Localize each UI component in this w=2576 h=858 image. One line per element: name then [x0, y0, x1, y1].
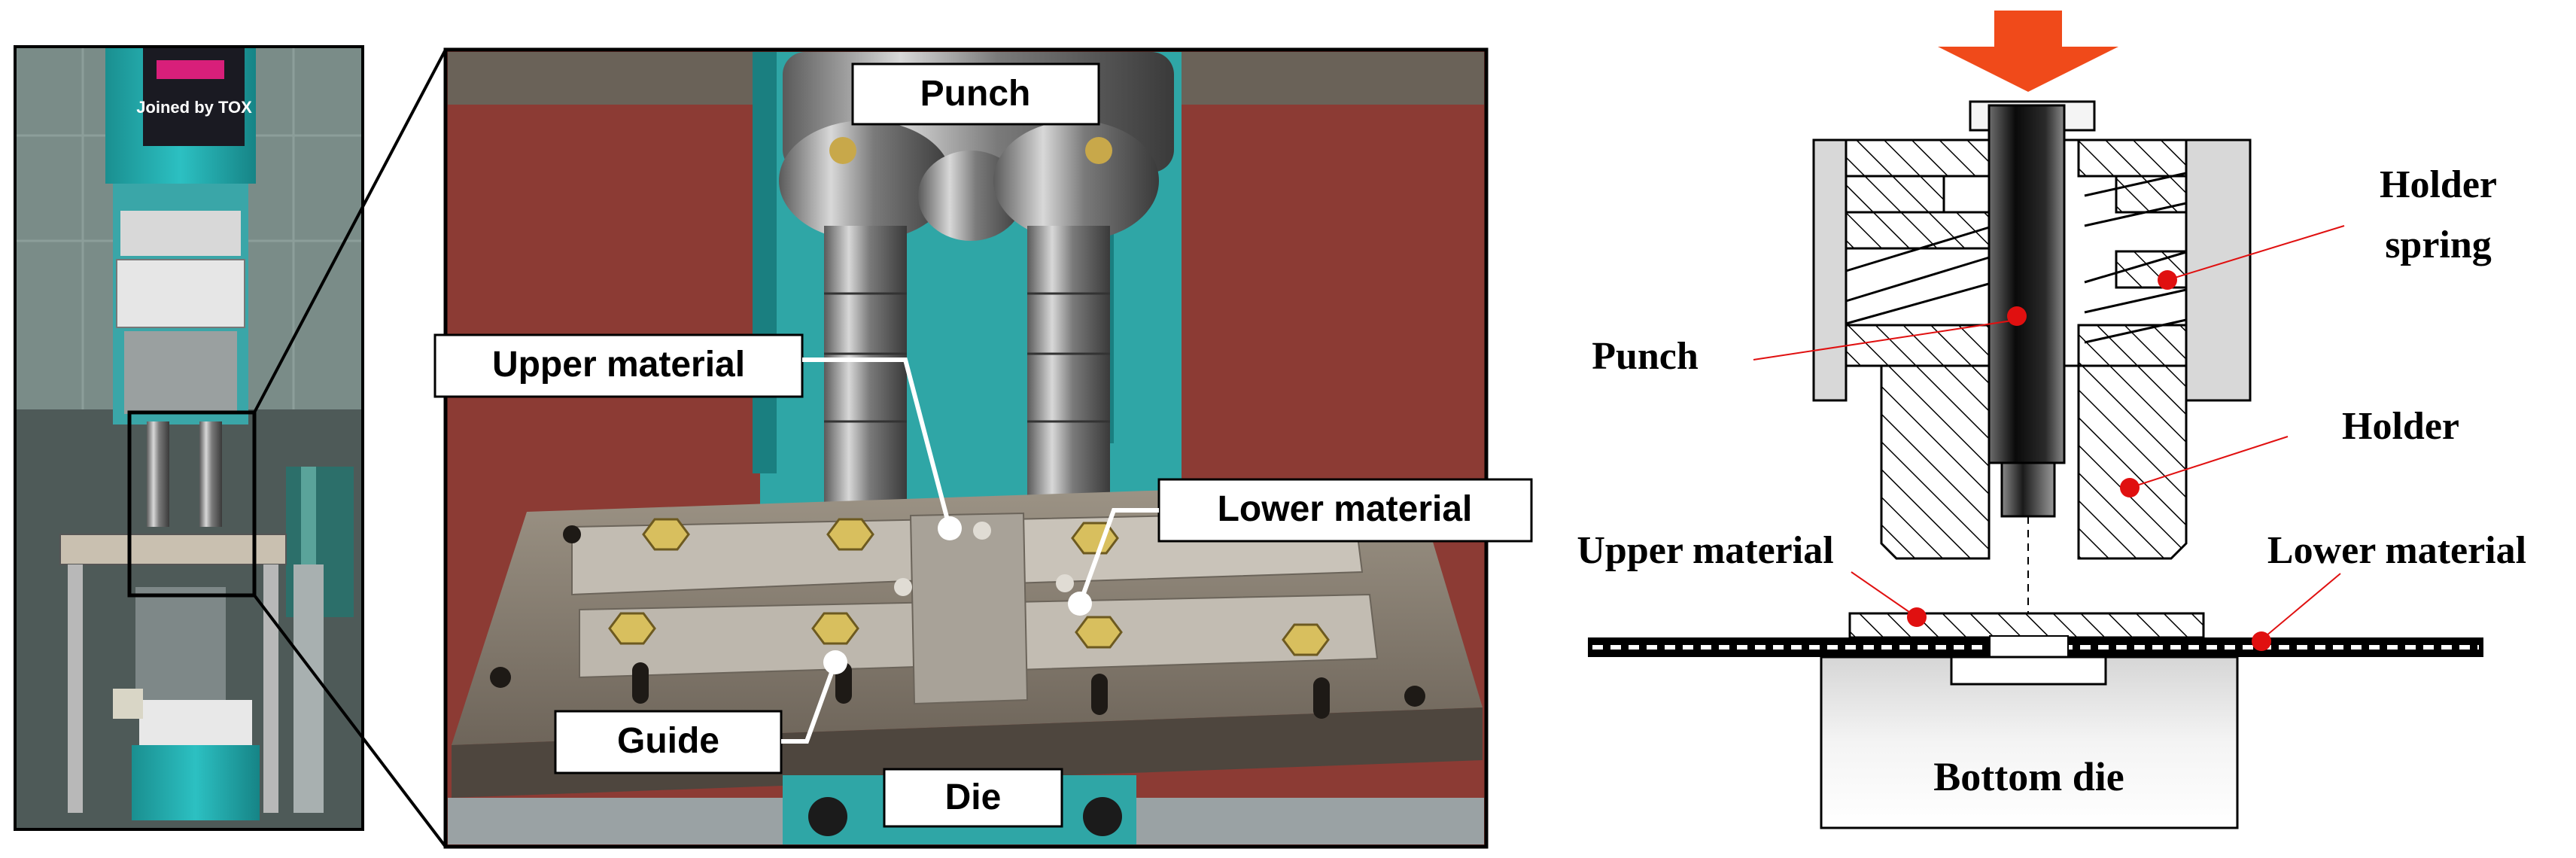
- marker-lower-material: [2252, 631, 2271, 651]
- leader-holder: [2129, 436, 2289, 488]
- zoom-region-box: [127, 410, 257, 598]
- zoom-line-top: [253, 49, 447, 413]
- label-holder-spring-line1: Holder: [2380, 163, 2497, 206]
- marker-lower-material: [1068, 592, 1092, 616]
- holder-spring: [1845, 172, 2187, 344]
- label-holder: Holder: [2342, 405, 2459, 448]
- schematic-diagram: Bottom die Holder spring Punch Holder Up…: [1577, 11, 2526, 829]
- marker-punch: [2007, 306, 2027, 326]
- label-punch: Punch: [920, 74, 1031, 114]
- marker-guide: [823, 650, 847, 674]
- label-holder-spring-line2: spring: [2385, 224, 2492, 266]
- label-lower-material: Lower material: [1218, 489, 1473, 529]
- brand-badge-text: Joined by TOX: [136, 98, 252, 117]
- marker-holder: [2120, 478, 2140, 497]
- leader-upper-material: [802, 358, 952, 529]
- leader-lower-material: [1078, 508, 1159, 605]
- marker-upper-material: [1907, 607, 1927, 627]
- leader-upper-material: [1851, 571, 1918, 618]
- leader-punch: [1753, 319, 2018, 361]
- marker-upper-material: [938, 516, 962, 540]
- overview-photo: Joined by TOX: [14, 45, 364, 831]
- leader-guide: [781, 661, 838, 744]
- leader-lower-material: [2261, 573, 2341, 640]
- upper-material-strip: [1848, 612, 2205, 639]
- label-upper-material: Upper material: [492, 345, 745, 385]
- label-box-lower-material: [1157, 478, 1533, 543]
- label-box-punch: [851, 62, 1100, 126]
- zoom-line-bottom: [253, 594, 447, 848]
- holder-left: [1880, 364, 1991, 560]
- punch-tip: [2000, 461, 2056, 518]
- label-bottom-die: Bottom die: [1933, 754, 2124, 799]
- label-box-die: [883, 768, 1063, 828]
- bottom-die: [1820, 656, 2239, 829]
- punch-body: [1988, 104, 2066, 464]
- load-arrow: [1938, 11, 2118, 92]
- label-lower-material: Lower material: [2267, 529, 2526, 572]
- label-upper-material: Upper material: [1577, 529, 1833, 572]
- holder-right: [2077, 364, 2188, 560]
- label-punch: Punch: [1592, 335, 1699, 378]
- detail-photo: Punch Upper material Lower material Guid…: [433, 47, 1533, 849]
- label-box-guide: [554, 710, 783, 774]
- label-guide: Guide: [617, 721, 719, 761]
- label-die: Die: [945, 777, 1002, 817]
- leader-holder-spring: [2167, 225, 2345, 281]
- marker-holder-spring: [2158, 270, 2177, 290]
- label-box-upper-material: [433, 333, 804, 398]
